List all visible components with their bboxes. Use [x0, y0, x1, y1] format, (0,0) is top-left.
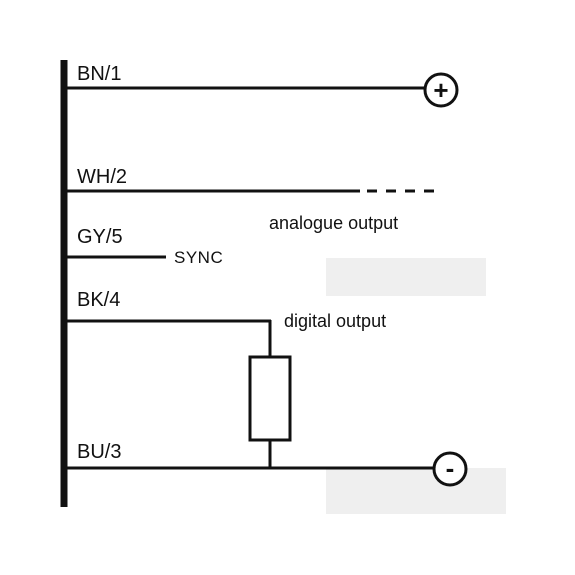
- sync-label: SYNC: [174, 248, 223, 267]
- wire-wh-label: WH/2: [77, 166, 127, 188]
- negative-terminal: [432, 451, 468, 487]
- wire-bu-label: BU/3: [77, 441, 121, 463]
- placeholder-box-upper: [326, 258, 486, 296]
- wire-bn-label: BN/1: [77, 63, 121, 85]
- wire-gy-label: GY/5: [77, 226, 123, 248]
- positive-terminal-symbol: +: [433, 75, 448, 105]
- digital-output-label: digital output: [284, 311, 386, 331]
- positive-terminal: [423, 72, 459, 108]
- analogue-output-label: analogue output: [269, 213, 398, 233]
- negative-terminal-symbol: -: [446, 453, 455, 483]
- placeholder-box-lower: [326, 468, 506, 514]
- wire-bk-label: BK/4: [77, 289, 120, 311]
- load-resistor: [248, 355, 292, 442]
